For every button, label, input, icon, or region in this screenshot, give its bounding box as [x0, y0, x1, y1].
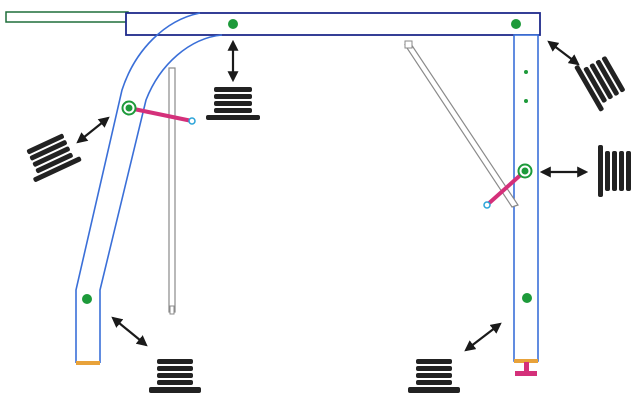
right-strut-pivot: [483, 201, 491, 209]
arrow-left-pad: [76, 116, 110, 144]
right-strut: [485, 169, 527, 207]
fastener-dot: [511, 19, 521, 29]
left-strut-pivot: [188, 117, 196, 125]
right-diagonal-rod-tip: [404, 40, 413, 49]
right-foot-stem: [524, 362, 529, 372]
left-leg-outline-inner: [99, 34, 223, 363]
left-leg-outline-outer: [75, 12, 201, 363]
fastener-dot: [82, 294, 92, 304]
right-diagonal-rod: [403, 43, 519, 208]
small-dot: [524, 70, 528, 74]
left-inner-rod: [168, 67, 176, 313]
left-foot-cap: [76, 361, 100, 365]
rubber-pad-left: [26, 133, 82, 182]
rubber-pad-top: [206, 87, 260, 120]
fastener-dot: [521, 167, 529, 175]
top-crossbar: [125, 12, 541, 36]
fastener-dot: [125, 104, 133, 112]
right-foot-base: [515, 371, 537, 376]
small-dot: [524, 99, 528, 103]
left-inner-rod-tip: [169, 305, 175, 315]
rubber-pad-top-right: [574, 56, 625, 112]
arrow-top-right-pad: [547, 40, 580, 66]
left-strut: [127, 106, 194, 123]
rubber-pad-right: [598, 145, 631, 197]
rubber-pad-bottom-right: [408, 359, 460, 393]
fastener-dot: [228, 19, 238, 29]
top-extension-plate: [5, 11, 129, 23]
rubber-pad-bottom-left: [149, 359, 201, 393]
fastener-dot: [522, 293, 532, 303]
arrow-bottom-right-pad: [464, 322, 502, 352]
arrow-bottom-left-pad: [111, 316, 148, 347]
right-leg: [513, 34, 539, 362]
right-foot-cap: [514, 359, 538, 363]
